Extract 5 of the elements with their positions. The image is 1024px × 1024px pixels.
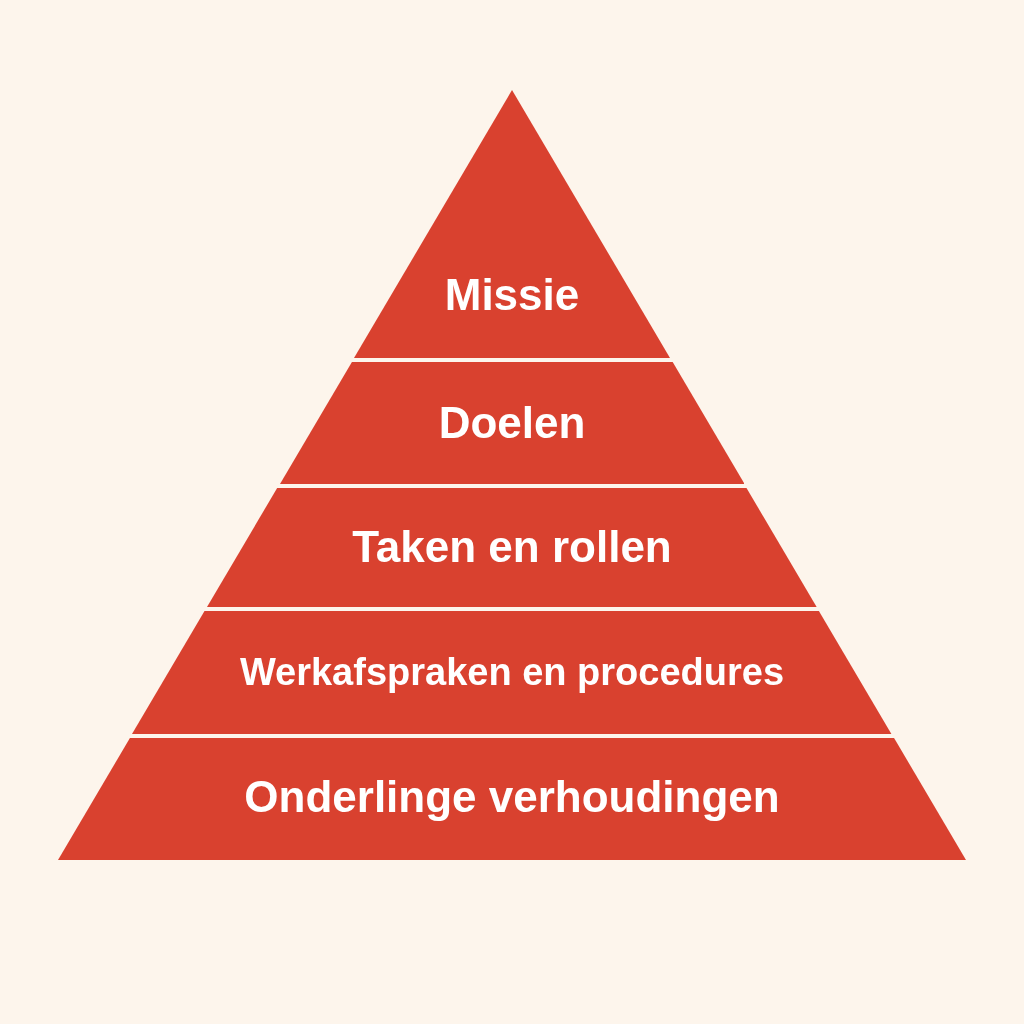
tier-label: Werkafspraken en procedures [239, 651, 785, 695]
tier-label: Missie [444, 269, 580, 321]
tier-label: Doelen [438, 397, 586, 449]
tier-label: Onderlinge verhoudingen [244, 771, 780, 823]
tier-label: Taken en rollen [352, 521, 672, 573]
